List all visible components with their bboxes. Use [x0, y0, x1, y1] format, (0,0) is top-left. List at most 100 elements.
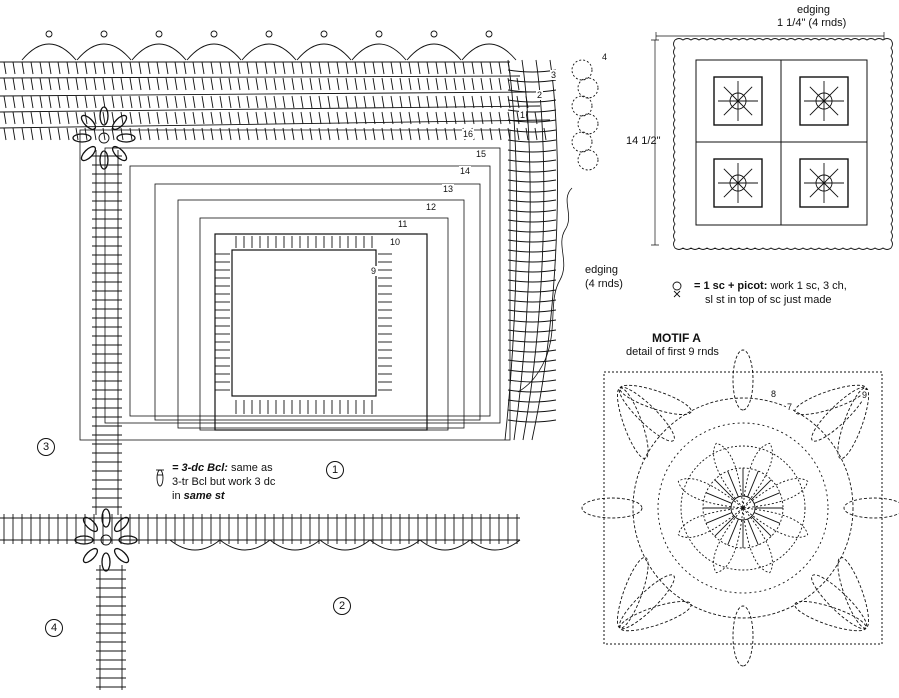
stitch-mark — [21, 77, 25, 91]
stitch-mark — [3, 77, 7, 91]
stitch-mark — [183, 77, 187, 91]
edging-stitch — [507, 109, 557, 113]
bottom-join-strip — [0, 514, 521, 551]
stitch-mark — [255, 95, 259, 109]
motif-petal — [742, 507, 773, 574]
edging-row-line — [0, 119, 551, 129]
mini-motif-spoke — [723, 100, 739, 116]
stitch-mark — [102, 111, 106, 125]
schematic-dimension-left — [651, 39, 659, 246]
scallop-arc — [76, 43, 132, 61]
stitch-mark — [129, 77, 133, 91]
stitch-mark — [318, 77, 322, 91]
stitch-mark — [237, 77, 241, 91]
stitch-mark — [327, 95, 331, 109]
round-10: 10 — [389, 237, 402, 247]
mini-motif-spoke — [823, 168, 839, 184]
cluster-petal — [113, 516, 130, 533]
edging-stitch — [507, 179, 557, 183]
edging-scallop — [571, 59, 593, 81]
stitch-mark — [93, 95, 97, 109]
stitch-mark — [210, 77, 214, 91]
stitch-mark — [390, 95, 394, 109]
stitch-mark — [201, 61, 205, 75]
stitch-mark — [453, 61, 457, 75]
motif-spoke — [753, 492, 781, 504]
stitch-mark — [417, 61, 421, 75]
motif-a-round-8: 8 — [770, 389, 778, 399]
stitch-mark — [30, 77, 34, 91]
mini-motif-spoke — [809, 168, 825, 184]
motif-spoke — [747, 470, 759, 498]
stitch-mark — [273, 95, 277, 109]
stitch-mark — [12, 111, 16, 125]
motif-number-2: 2 — [333, 597, 351, 615]
stitch-mark — [435, 77, 439, 91]
stitch-mark — [246, 61, 250, 75]
motif-petal — [742, 478, 809, 509]
stitch-mark — [480, 111, 484, 125]
mini-motif-spoke — [723, 182, 739, 198]
stitch-mark — [363, 95, 367, 109]
picot-mark — [320, 30, 328, 38]
stitch-mark — [192, 111, 196, 125]
stitch-mark — [210, 111, 214, 125]
stitch-mark — [489, 111, 493, 125]
stitch-mark — [174, 111, 178, 125]
stitch-mark — [543, 127, 547, 141]
mini-motif-spoke — [737, 100, 753, 116]
stitch-mark — [12, 77, 16, 91]
stitch-mark — [282, 77, 286, 91]
main-chart — [0, 30, 599, 690]
stitch-mark — [489, 77, 493, 91]
flower-center — [98, 132, 110, 144]
stitch-mark — [219, 77, 223, 91]
stitch-mark — [309, 95, 313, 109]
stitch-mark — [30, 127, 34, 141]
stitch-mark — [255, 61, 259, 75]
mini-motif-center — [815, 92, 833, 110]
stitch-mark — [246, 111, 250, 125]
stitch-mark — [228, 111, 232, 125]
stitch-mark — [264, 61, 268, 75]
edging-stitch — [507, 389, 557, 393]
stitch-mark — [12, 127, 16, 141]
cluster-petal — [72, 133, 92, 143]
stitch-mark — [318, 111, 322, 125]
stitch-mark — [273, 77, 277, 91]
edging-stitch — [507, 339, 557, 343]
cluster-petal — [111, 114, 128, 131]
stitch-mark — [318, 95, 322, 109]
stitch-mark — [381, 95, 385, 109]
motif-leaf — [619, 600, 692, 632]
stitch-mark — [345, 95, 349, 109]
stitch-mark — [426, 95, 430, 109]
stitch-mark — [381, 61, 385, 75]
mini-motif-spoke — [737, 168, 753, 184]
motif-leaf — [811, 574, 868, 630]
edging-stitch — [507, 199, 557, 203]
stitch-mark — [444, 61, 448, 75]
stitch-mark — [309, 77, 313, 91]
stitch-mark — [93, 61, 97, 75]
stitch-mark — [93, 111, 97, 125]
motif-side-leaf — [732, 605, 754, 667]
edging-stitch — [507, 219, 557, 223]
motif-petal — [713, 507, 744, 574]
stitch-mark — [30, 95, 34, 109]
motif-side-leaf — [843, 497, 899, 519]
stitch-mark — [309, 111, 313, 125]
stitch-mark — [354, 61, 358, 75]
stitch-mark — [435, 95, 439, 109]
stitch-mark — [471, 95, 475, 109]
motif-a-round-9: 9 — [861, 390, 869, 400]
edging-stitch — [507, 409, 557, 413]
top-scallops — [21, 30, 517, 61]
motif-spoke — [751, 516, 772, 537]
edging-stitch — [507, 249, 557, 253]
stitch-mark — [408, 61, 412, 75]
scallop-arc — [186, 43, 242, 61]
stitch-mark — [111, 77, 115, 91]
motif-a-subtitle: detail of first 9 rnds — [626, 346, 719, 358]
